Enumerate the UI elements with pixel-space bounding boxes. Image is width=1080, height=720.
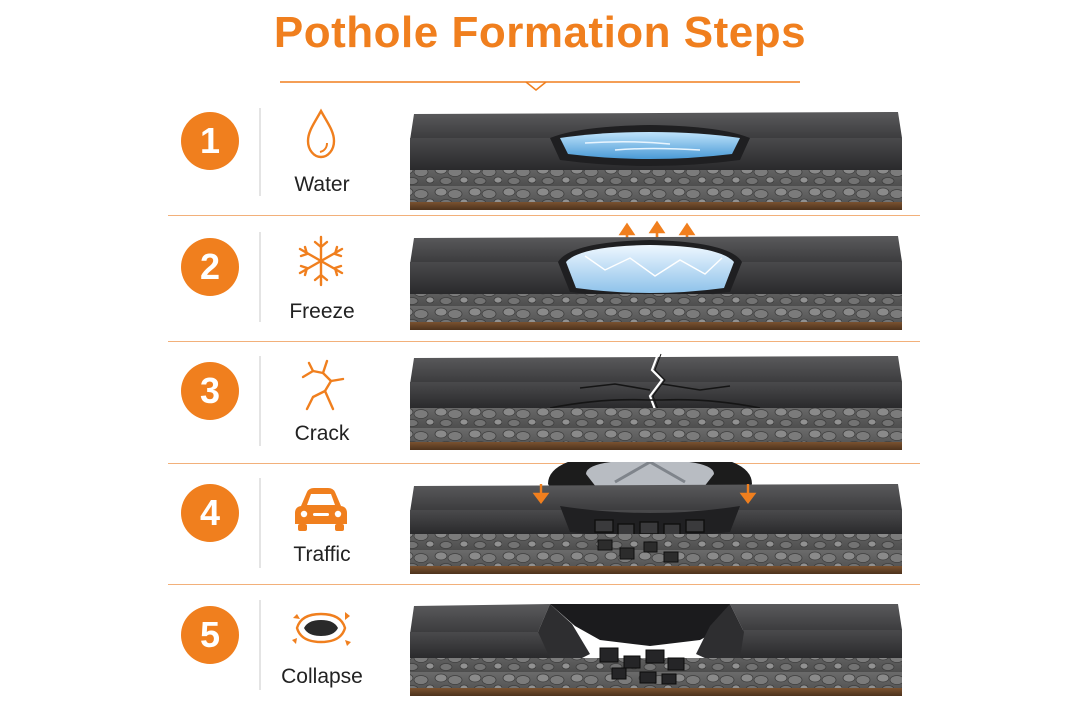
step-label: Traffic (293, 543, 351, 566)
step-label: Crack (294, 422, 350, 445)
collapse-icon (292, 612, 351, 646)
crack-icon (301, 359, 345, 411)
row-divider (168, 584, 920, 585)
row-divider (168, 215, 920, 216)
step-number-badge: 5 (181, 606, 239, 664)
step-number-badge: 4 (181, 484, 239, 542)
row-separator-line (259, 232, 261, 322)
water-pooling-illustration (410, 112, 902, 210)
crack-illustration (410, 353, 902, 450)
row-divider (168, 341, 920, 342)
step-number-badge: 1 (181, 112, 239, 170)
snowflake-icon (298, 235, 344, 287)
step-label: Collapse (281, 665, 363, 688)
step-label: Water (294, 173, 350, 196)
row-separator-line (259, 108, 261, 196)
car-icon (295, 488, 347, 531)
row-divider (168, 463, 920, 464)
water-drop-icon (306, 108, 336, 159)
step-number-badge: 3 (181, 362, 239, 420)
row-separator-line (259, 478, 261, 568)
row-separator-line (259, 600, 261, 690)
ice-expansion-illustration (410, 220, 902, 330)
step-label: Freeze (289, 300, 355, 323)
page-title: Pothole Formation Steps (273, 8, 807, 57)
traffic-load-illustration (410, 462, 902, 574)
title-underline (280, 81, 800, 91)
step-number-badge: 2 (181, 238, 239, 296)
collapse-illustration (410, 604, 902, 696)
row-separator-line (259, 356, 261, 446)
